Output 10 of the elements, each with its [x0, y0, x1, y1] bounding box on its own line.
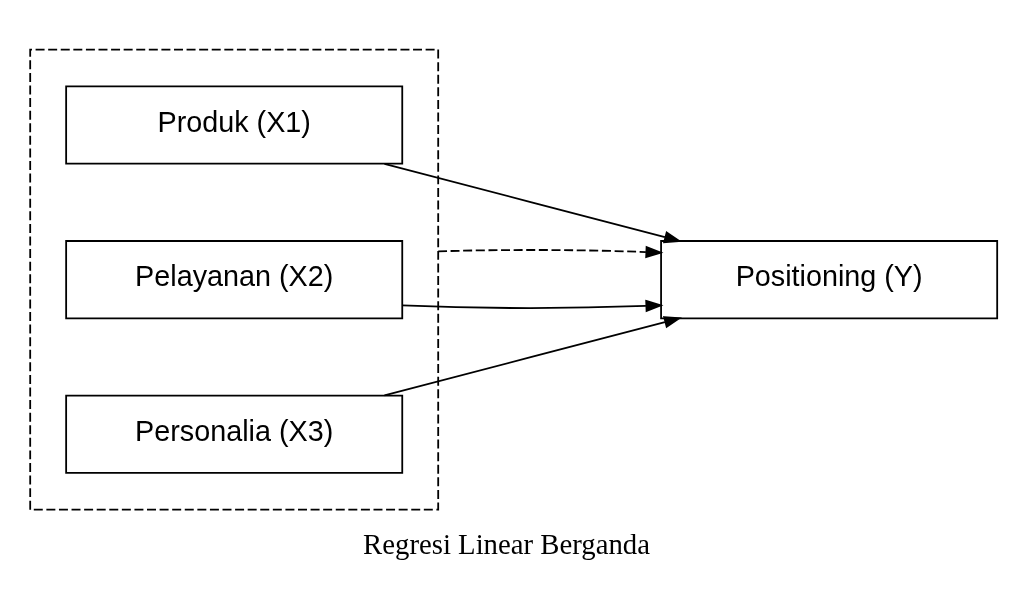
arrow [401, 299, 664, 312]
node-box: Produk (X1) [65, 85, 404, 165]
node-box: Positioning (Y) [660, 239, 999, 319]
arrow [437, 245, 664, 258]
cluster [29, 48, 440, 511]
node-box: Pelayanan (X2) [65, 239, 404, 319]
node-box: Personalia (X3) [65, 394, 404, 474]
arrow [383, 162, 682, 243]
caption: Regresi Linear Berganda [363, 527, 650, 560]
arrow [383, 315, 682, 396]
